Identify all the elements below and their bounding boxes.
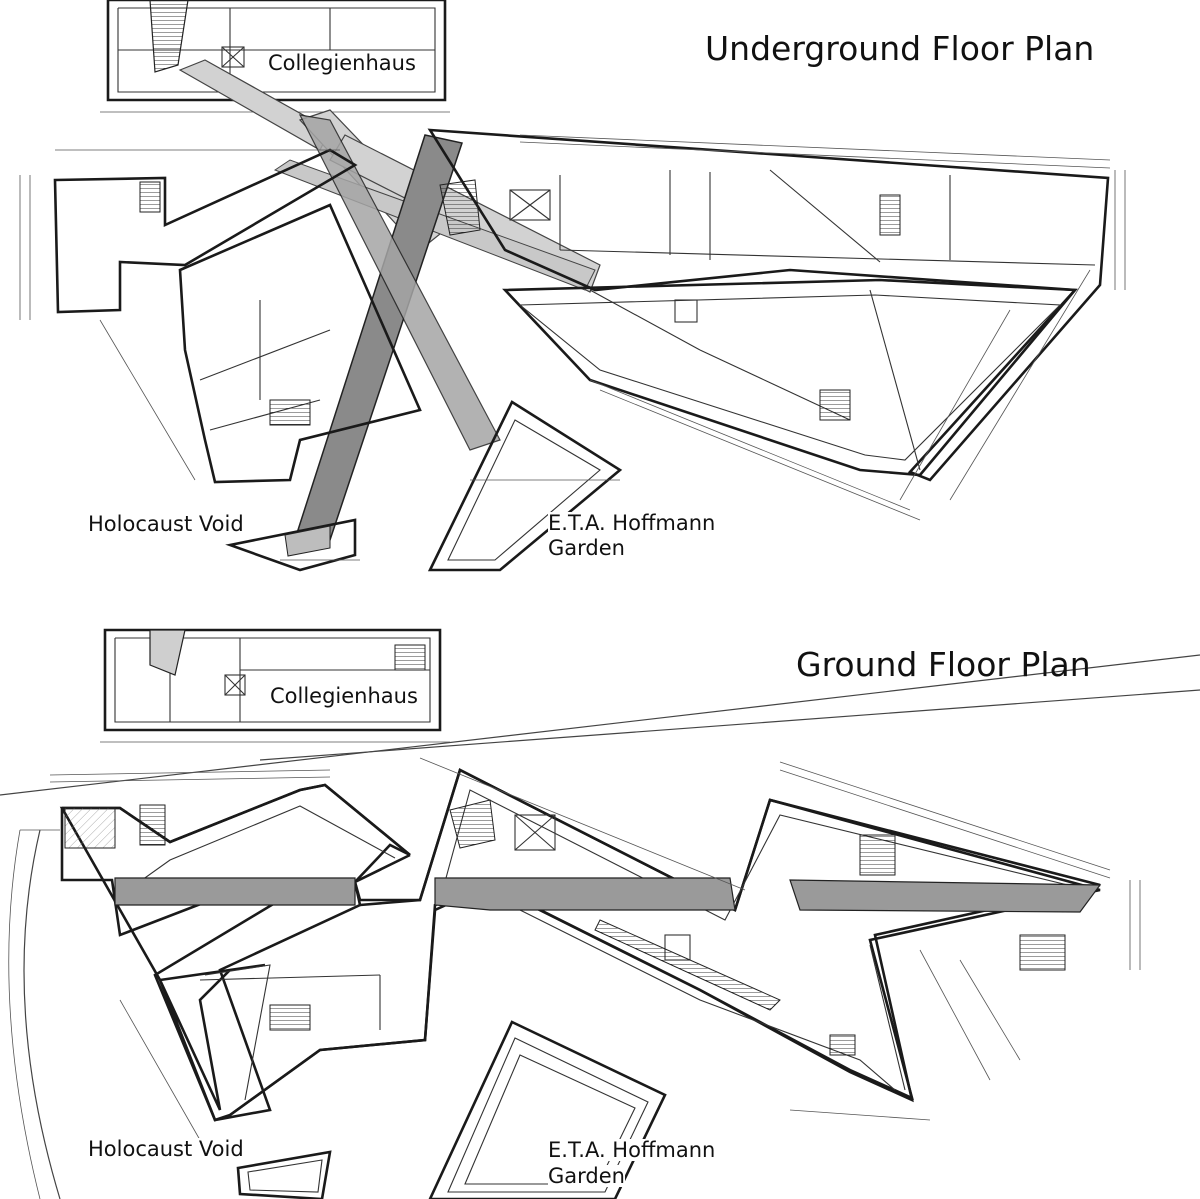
axis-of-holocaust-corridor — [297, 114, 501, 541]
underground-garden-label-line2: Garden — [548, 536, 625, 560]
underground-floor-plan — [19, 0, 1126, 572]
ground-interior-features — [64, 799, 1066, 1056]
site-boundary-line-2 — [259, 689, 1200, 761]
ground-void-band — [114, 877, 1102, 913]
ground-collegienhaus-building — [100, 628, 450, 743]
underground-collegienhaus-label: Collegienhaus — [266, 51, 418, 75]
ground-dimension-lines — [20, 757, 1141, 1141]
site-curve-line — [23, 829, 61, 1199]
ground-floor-plan-title: Ground Floor Plan — [796, 645, 1091, 684]
ground-holocaust-void-tower — [236, 1150, 332, 1199]
underground-hoffmann-garden — [427, 400, 623, 572]
underground-floor-plan-title: Underground Floor Plan — [705, 29, 1095, 68]
ground-collegienhaus-label: Collegienhaus — [268, 684, 420, 708]
site-boundary-line — [0, 654, 1200, 796]
underground-dimension-lines — [19, 134, 1126, 561]
underground-holocaust-void-tower — [225, 518, 357, 572]
ground-floor-plan — [0, 628, 1200, 1199]
underground-collegienhaus-building — [100, 0, 450, 113]
ground-zigzag-building-outline — [59, 768, 1101, 1122]
underground-interior-walls — [139, 169, 1096, 471]
underground-holocaust-void-label: Holocaust Void — [88, 512, 244, 536]
ground-garden-label-line1: E.T.A. Hoffmann — [548, 1138, 716, 1162]
ground-garden-label-line2: Garden — [548, 1164, 625, 1188]
underground-garden-label-line1: E.T.A. Hoffmann — [548, 511, 716, 535]
ground-holocaust-void-label: Holocaust Void — [88, 1137, 244, 1161]
